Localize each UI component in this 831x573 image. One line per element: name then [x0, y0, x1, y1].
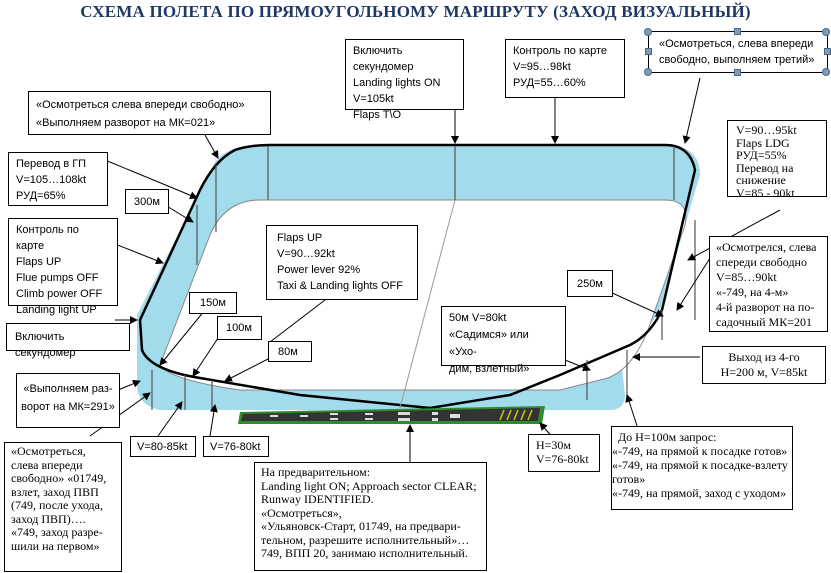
resize-handle-sw[interactable] [644, 68, 652, 76]
label-altitude-300: 300м [125, 189, 169, 214]
callout-fourth-turn: «Осмотрелся, слева спереди свободно V=85… [709, 236, 828, 332]
callout-exit-fourth-turn: Выход из 4-го H=200 м, V=85kt [702, 346, 826, 384]
callout-preliminary: На предварительном: Landing light ON; Ap… [254, 462, 487, 571]
resize-handle-se[interactable] [822, 68, 830, 76]
resize-handle-w[interactable] [645, 48, 652, 55]
callout-final-request: До H=100м запрос: «-749, на прямой к пос… [611, 426, 793, 510]
label-altitude-150: 150м [189, 292, 237, 314]
flight-path [138, 143, 697, 410]
label-altitude-80: 80м [268, 341, 312, 362]
callout-go-around-decision: 50м V=80kt «Садимся» или «Ухо- дим, взле… [441, 306, 566, 375]
segment-separators [151, 146, 696, 410]
resize-handle-e[interactable] [824, 48, 831, 55]
callout-descent: V=90…95kt Flaps LDG РУД=55% Перевод на с… [727, 120, 827, 199]
callout-stopwatch-landing-lights: Включить секундомер Landing lights ON V=… [345, 39, 464, 121]
diagram-title: СХЕМА ПОЛЕТА ПО ПРЯМОУГОЛЬНОМУ МАРШРУТУ … [80, 2, 751, 21]
resize-handle-s[interactable] [734, 69, 741, 76]
callout-level-flight: Перевод в ГП V=105…108kt РУД=65% [8, 152, 108, 206]
callout-stopwatch-left: Включить секундомер [6, 323, 130, 359]
resize-handle-n[interactable] [734, 28, 741, 35]
label-speed-76-80: V=76-80kt [203, 436, 269, 457]
runway [238, 406, 545, 424]
callout-h30: H=30м V=76-80kt [528, 434, 600, 472]
callout-map-control-left: Контроль по карте Flaps UP Flue pumps OF… [8, 218, 118, 316]
callout-after-takeoff: Flaps UP V=90…92kt Power lever 92% Taxi … [266, 225, 418, 300]
resize-handle-nw[interactable] [644, 28, 652, 36]
resize-handle-ne[interactable] [822, 28, 830, 36]
center-line [399, 199, 456, 409]
callout-third-turn[interactable]: «Осмотреться, слева впереди свободно, вы… [648, 31, 828, 73]
callout-map-control-top: Контроль по карте V=95…98kt РУД=55…60% [505, 39, 625, 98]
label-altitude-250: 250м [567, 270, 613, 297]
callout-takeoff-clearance: «Осмотреться, слева впереди свободно» «0… [4, 442, 122, 572]
label-altitude-100: 100м [217, 316, 262, 340]
callout-second-turn: «Выполняем раз- ворот на МК=291» [16, 373, 120, 428]
callout-first-turn: «Осмотреться слева впереди свободно» «Вы… [28, 91, 271, 135]
label-speed-80-85: V=80-85kt [130, 436, 196, 457]
